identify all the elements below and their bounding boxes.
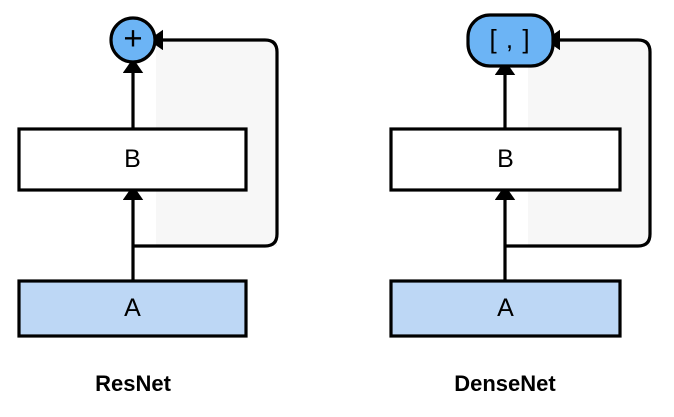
densenet-concat-node-label: [ , ]	[489, 24, 530, 54]
densenet-input-block[interactable]	[389, 279, 622, 338]
panel-densenet: B A [ , ] DenseNet	[389, 13, 652, 396]
densenet-transform-block-label: B	[497, 145, 514, 173]
resnet-add-node[interactable]	[109, 16, 157, 64]
densenet-input-block-label: A	[497, 294, 514, 322]
resnet-caption: ResNet	[95, 371, 171, 396]
panel-resnet: B A + ResNet	[17, 16, 279, 396]
resnet-transform-block[interactable]	[17, 127, 248, 192]
resnet-transform-block-label: B	[124, 145, 141, 173]
resnet-add-node-label: +	[123, 20, 142, 57]
densenet-skip-connection-edge[interactable]	[505, 29, 652, 248]
resnet-input-block[interactable]	[17, 279, 248, 338]
densenet-transform-block[interactable]	[389, 127, 622, 192]
resnet-skip-connection-edge[interactable]	[133, 29, 279, 248]
resnet-input-block-label: A	[124, 294, 141, 322]
densenet-caption: DenseNet	[454, 371, 556, 396]
densenet-concat-node[interactable]	[466, 13, 555, 68]
